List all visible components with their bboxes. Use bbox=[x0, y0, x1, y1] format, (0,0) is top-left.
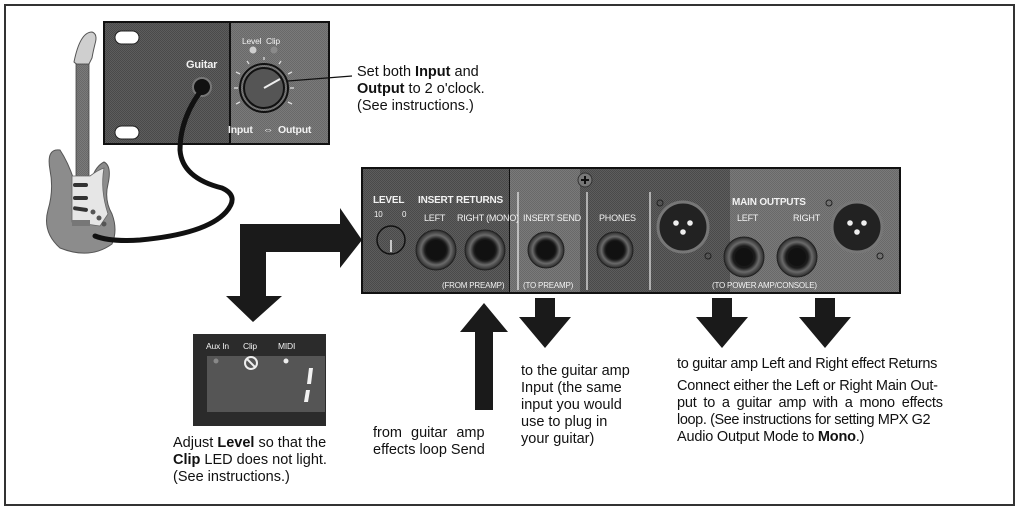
guitar-neck bbox=[75, 63, 90, 183]
aux-in-label: Aux In bbox=[206, 341, 229, 351]
main-outputs-label: MAIN OUTPUTS bbox=[732, 197, 806, 208]
level-scale-min: 0 bbox=[402, 210, 407, 219]
outputs-note-heading: to guitar amp Left and Right effect Retu… bbox=[677, 356, 938, 372]
main-left-label: LEFT bbox=[737, 213, 759, 223]
phones-label: PHONES bbox=[599, 213, 636, 223]
guitar-headstock bbox=[73, 31, 97, 67]
clip-label: Clip bbox=[243, 341, 257, 351]
midi-label: MIDI bbox=[278, 341, 296, 351]
to-power-amp-label: (TO POWER AMP/CONSOLE) bbox=[712, 281, 817, 290]
outputs-note-body: Connect either the Left or Right Main Ou… bbox=[677, 378, 943, 445]
from-preamp-label: (FROM PREAMP) bbox=[442, 281, 505, 290]
display-note: Adjust Level so that the Clip LED does n… bbox=[173, 435, 327, 485]
level-led bbox=[249, 46, 257, 54]
knob-callout-line bbox=[287, 75, 353, 82]
clip-led bbox=[270, 46, 278, 54]
level-scale-max: 10 bbox=[374, 210, 383, 219]
rack-ear-slot-bottom bbox=[114, 125, 140, 140]
up-arrow-icon bbox=[460, 303, 508, 410]
input-output-knob bbox=[239, 63, 289, 113]
main-right-label: RIGHT bbox=[793, 213, 820, 223]
level-led-label: Level bbox=[242, 36, 262, 46]
midi-led bbox=[283, 358, 289, 364]
to-preamp-label: (TO PREAMP) bbox=[523, 281, 574, 290]
guitar-pickup-2 bbox=[73, 196, 88, 200]
level-label: LEVEL bbox=[373, 195, 405, 206]
front-panel bbox=[103, 21, 353, 145]
down-arrow-send-icon bbox=[519, 298, 571, 348]
level-knob bbox=[376, 225, 406, 255]
aux-in-led bbox=[213, 358, 219, 364]
insert-right-mono-label: RIGHT (MONO) bbox=[457, 213, 519, 223]
guitar-input-label: Guitar bbox=[186, 59, 218, 71]
guitar-pickup-1 bbox=[73, 183, 88, 187]
main-output-left-xlr bbox=[656, 199, 712, 260]
return-note: from guitar amp effects loop Send bbox=[373, 425, 485, 458]
guitar-cable bbox=[92, 89, 235, 243]
l-shaped-arrow-icon bbox=[226, 208, 362, 322]
clip-led-label: Clip bbox=[266, 36, 280, 46]
clip-prohibited-icon bbox=[244, 356, 258, 370]
electric-guitar-illustration bbox=[46, 31, 116, 254]
diagram-border bbox=[4, 4, 1015, 506]
rack-ear-slot-top bbox=[114, 30, 140, 45]
seven-segment-digit bbox=[304, 368, 313, 402]
down-arrow-left-out-icon bbox=[696, 298, 748, 348]
send-note: to the guitar amp Input (the same input … bbox=[521, 363, 630, 447]
rear-panel bbox=[361, 167, 901, 294]
main-output-right-xlr bbox=[825, 199, 884, 260]
insert-left-label: LEFT bbox=[424, 213, 446, 223]
knob-arrow-icon: ⇔ bbox=[263, 124, 274, 136]
front-panel-note: Set both Input and Output to 2 o'clock. … bbox=[357, 64, 485, 114]
guitar-pickup-3 bbox=[73, 206, 88, 212]
down-arrow-right-out-icon bbox=[799, 298, 851, 348]
insert-returns-label: INSERT RETURNS bbox=[418, 195, 503, 206]
insert-send-label: INSERT SEND bbox=[523, 213, 581, 223]
knob-output-label: Output bbox=[278, 124, 312, 136]
guitar-pickguard bbox=[71, 167, 109, 227]
knob-input-label: Input bbox=[228, 124, 253, 136]
front-display bbox=[193, 334, 326, 426]
